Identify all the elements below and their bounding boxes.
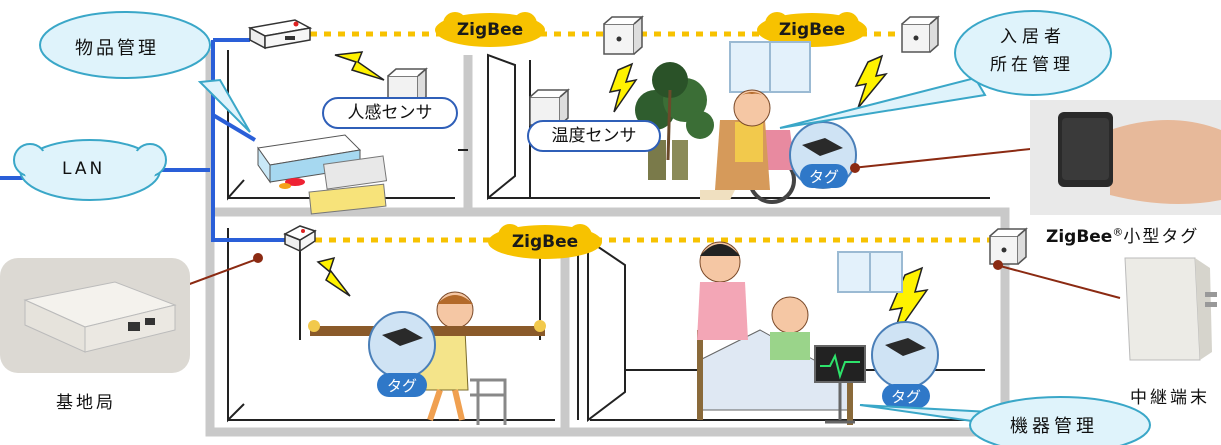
label-kiki-kanri: 機器管理 bbox=[1010, 416, 1098, 437]
tag-label-2: タグ bbox=[386, 377, 417, 395]
relay-terminal-photo bbox=[1124, 257, 1217, 361]
plant-illustration bbox=[635, 62, 714, 180]
label-chukei-tanmatsu: 中継端末 bbox=[1130, 388, 1210, 408]
bed-patient-illustration bbox=[697, 241, 853, 425]
window-top bbox=[729, 41, 811, 93]
base-station-photo bbox=[0, 258, 190, 373]
zigbee-cloud-2 bbox=[757, 12, 867, 47]
bubble-nyukyosha bbox=[779, 10, 1112, 129]
relay-cube-2 bbox=[901, 15, 940, 53]
label-kichikyoku: 基地局 bbox=[56, 393, 116, 413]
temp-sensor-pill bbox=[527, 120, 661, 152]
wheelchair-resident-illustration bbox=[700, 89, 796, 204]
leader-dots bbox=[253, 163, 1003, 270]
monitor-icon bbox=[814, 345, 866, 424]
zigbee-tag-prefix: ZigBee bbox=[1046, 227, 1113, 247]
label-nyukyosha-line1: 入居者 bbox=[1000, 27, 1066, 47]
bubble-kiki bbox=[859, 396, 1151, 445]
label-buppin-kanri: 物品管理 bbox=[75, 38, 159, 59]
zigbee-label-3: ZigBee bbox=[511, 232, 579, 252]
medicine-supplies-illustration bbox=[257, 134, 388, 215]
tag-circle-3 bbox=[871, 321, 939, 408]
label-zigbee-small-tag: ZigBee®小型タグ bbox=[1046, 222, 1199, 247]
zigbee-cloud-3 bbox=[488, 224, 602, 259]
bubble-lan bbox=[13, 139, 167, 201]
registered-mark: ® bbox=[1112, 225, 1124, 239]
zigbee-tag-suffix: 小型タグ bbox=[1123, 227, 1200, 247]
tag-circle-2 bbox=[368, 311, 436, 397]
label-nyukyosha-line2: 所在管理 bbox=[990, 55, 1074, 75]
motion-sensor-pill bbox=[322, 97, 458, 129]
zigbee-links bbox=[310, 31, 990, 243]
lightning-icons bbox=[316, 51, 929, 341]
label-jinkan-sensor: 人感センサ bbox=[347, 103, 433, 123]
base-station-bottom bbox=[283, 225, 330, 253]
zigbee-label-1: ZigBee bbox=[456, 20, 524, 40]
label-lan: LAN bbox=[62, 159, 106, 179]
zigbee-cloud-1 bbox=[435, 12, 545, 47]
relay-cube-3 bbox=[989, 227, 1028, 265]
relay-cube-1 bbox=[603, 15, 644, 55]
bubble-buppin bbox=[39, 11, 251, 133]
tag-label-1: タグ bbox=[808, 168, 839, 186]
label-ondo-sensor: 温度センサ bbox=[551, 126, 637, 146]
zigbee-label-2: ZigBee bbox=[778, 20, 846, 40]
base-station-top bbox=[247, 19, 313, 50]
temp-sensor-cube bbox=[529, 88, 570, 126]
tag-circle-1 bbox=[789, 121, 857, 189]
zigbee-tag-photo bbox=[1030, 100, 1221, 215]
tag-label-3: タグ bbox=[890, 388, 921, 406]
window-bottom bbox=[837, 251, 903, 293]
